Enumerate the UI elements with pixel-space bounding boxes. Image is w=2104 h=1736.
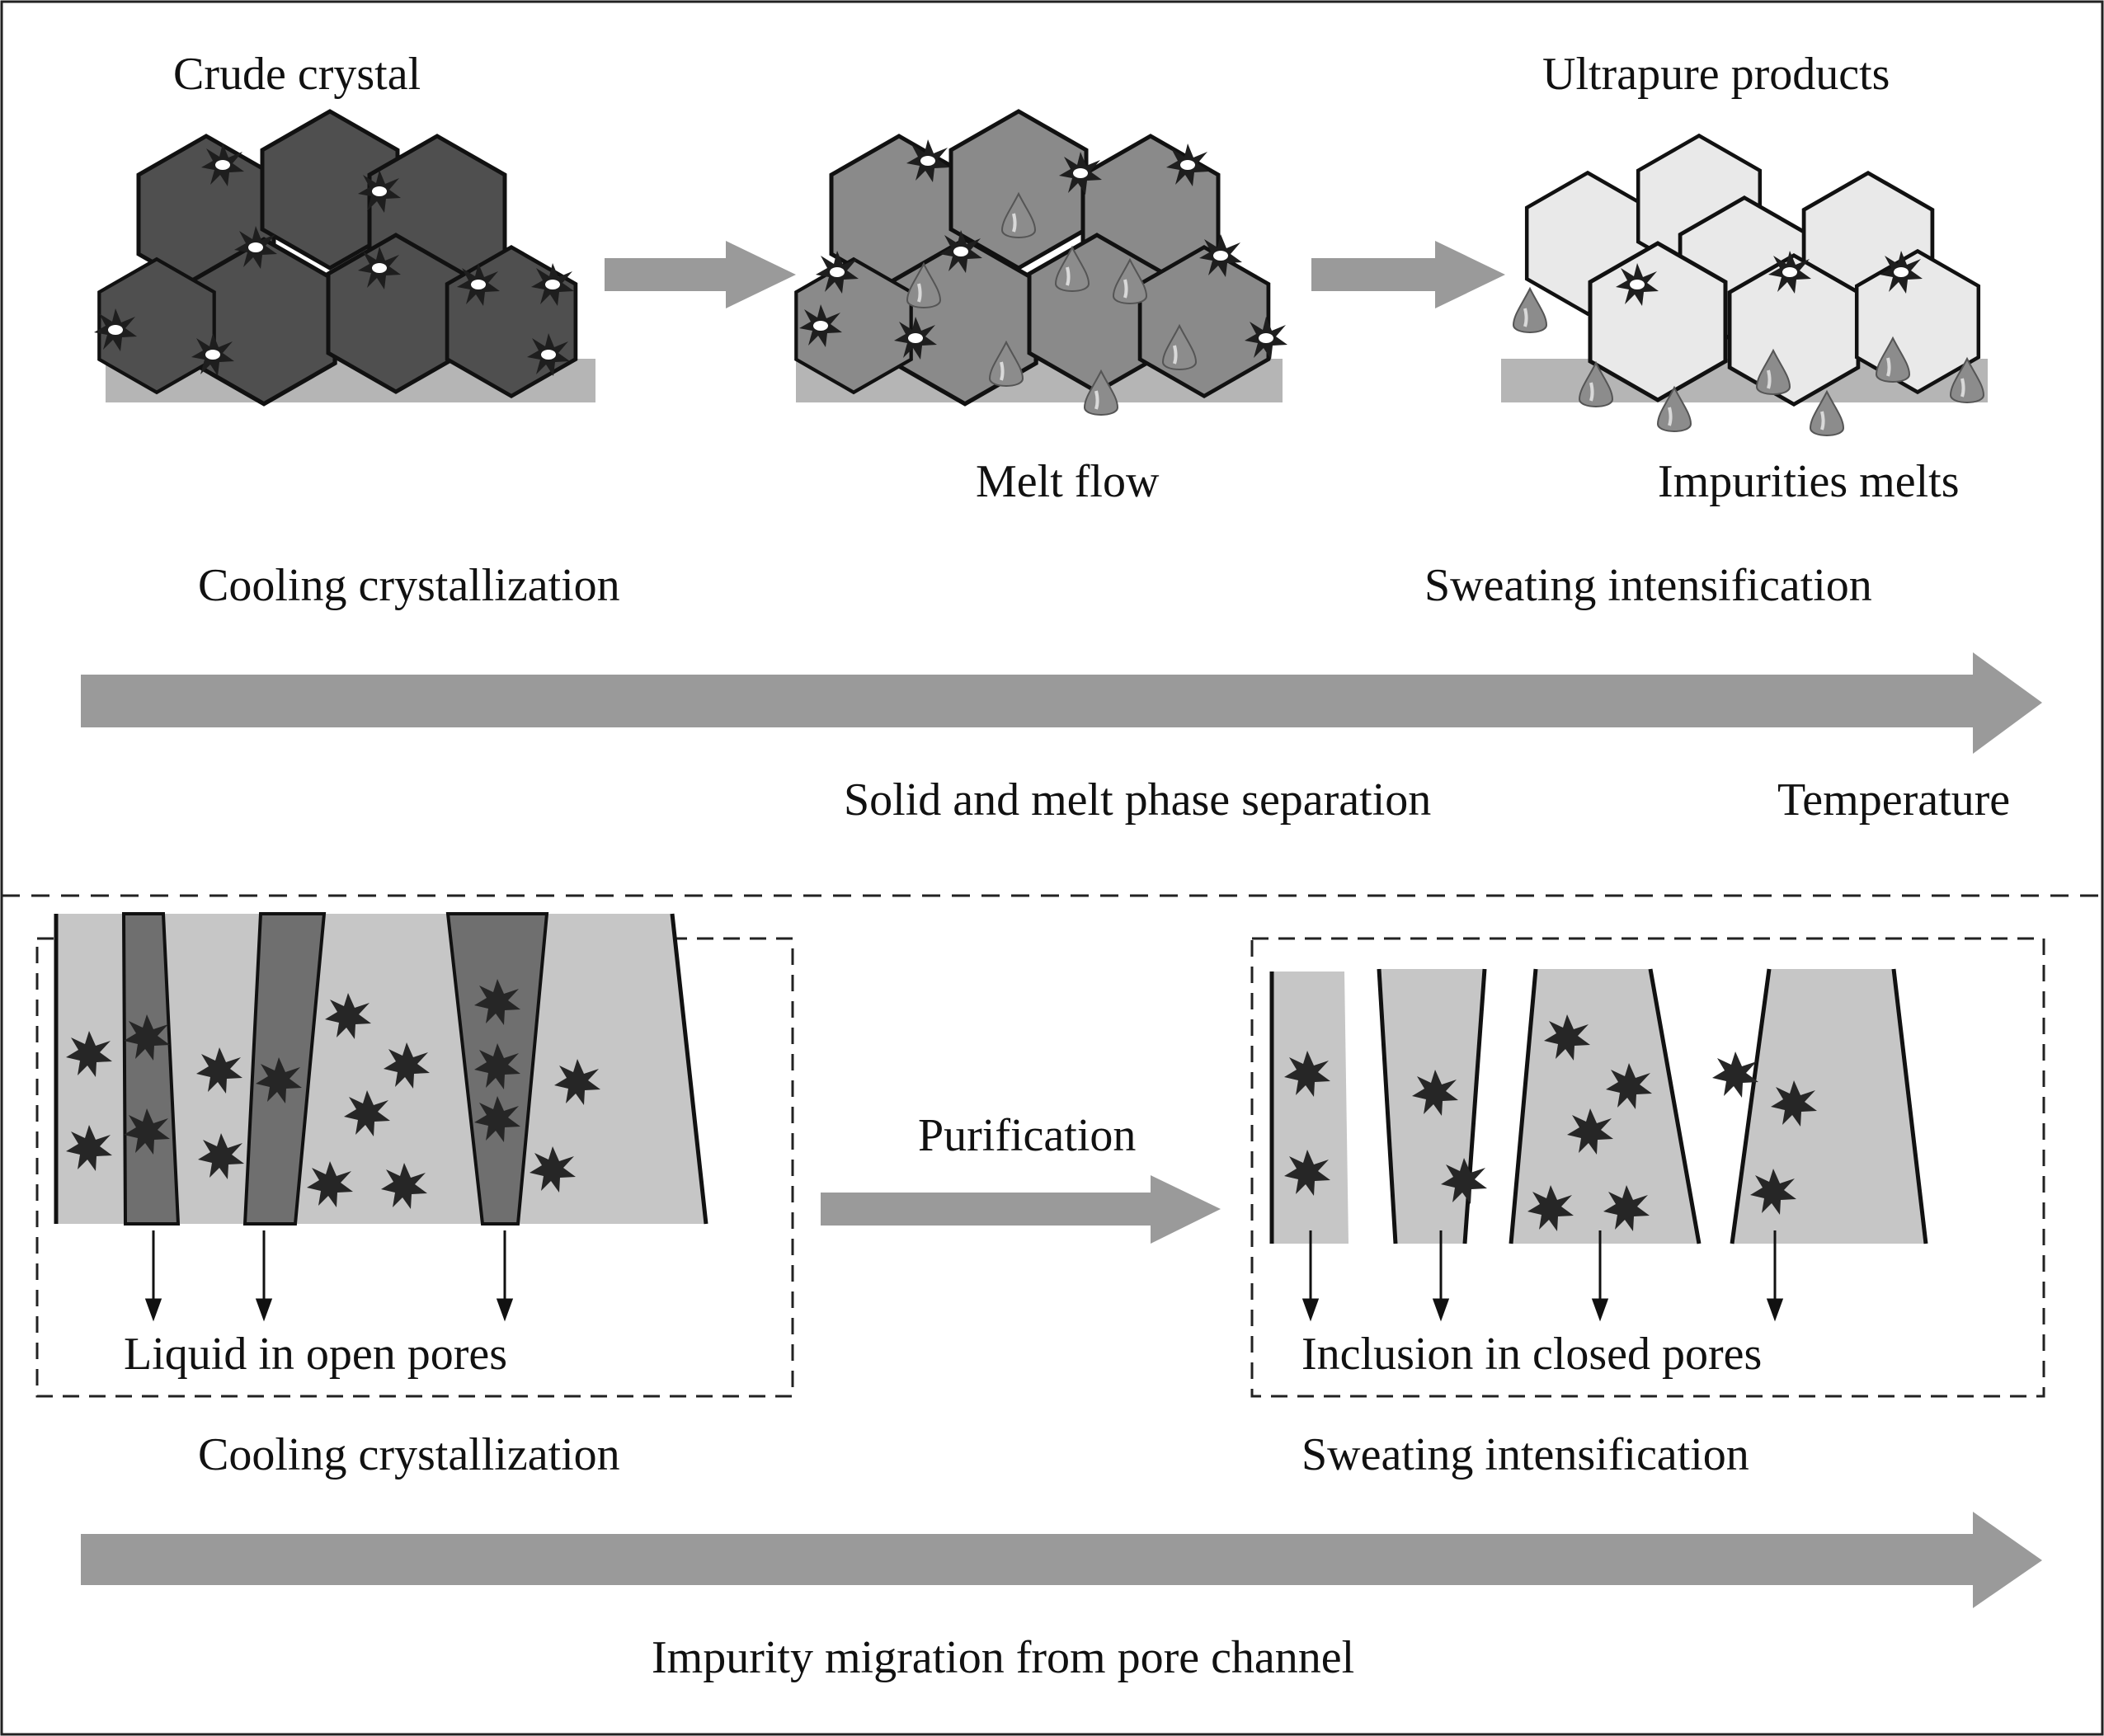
label-inclusion-closed-pores: Inclusion in closed pores — [1301, 1329, 1762, 1380]
open-pore-channel-2 — [242, 912, 327, 1226]
stage-arrow-2 — [1311, 241, 1505, 308]
label-cooling-crystallization-top: Cooling crystallization — [198, 560, 620, 611]
stage-arrow-1 — [605, 241, 796, 308]
temperature-arrow — [81, 652, 2042, 754]
closed-pore-segment-4 — [1732, 969, 1926, 1244]
closed-pore-segment-1 — [1272, 972, 1349, 1244]
melt-flow-cluster — [796, 111, 1287, 416]
label-impurities-melts: Impurities melts — [1658, 456, 1960, 507]
open-pores-panel — [54, 912, 708, 1322]
label-cooling-crystallization-bottom: Cooling crystallization — [198, 1429, 620, 1480]
closed-pores-box — [1250, 937, 2045, 1398]
impurity-migration-arrow — [81, 1512, 2042, 1608]
label-ultrapure-products: Ultrapure products — [1542, 49, 1890, 100]
closed-pore-down-arrows — [1301, 1230, 1784, 1322]
label-crude-crystal: Crude crystal — [173, 49, 421, 100]
label-melt-flow: Melt flow — [976, 456, 1160, 507]
crude-crystal-cluster — [94, 111, 595, 404]
label-sweating-intensification-top: Sweating intensification — [1424, 560, 1872, 611]
open-pore-down-arrows — [144, 1230, 514, 1322]
label-liquid-open-pores: Liquid in open pores — [124, 1329, 507, 1380]
ultrapure-cluster — [1501, 136, 1988, 437]
closed-pores-panel — [1269, 968, 1928, 1322]
label-temperature: Temperature — [1777, 774, 2010, 826]
label-purification: Purification — [918, 1110, 1136, 1161]
label-impurity-migration: Impurity migration from pore channel — [652, 1632, 1354, 1683]
label-phase-separation: Solid and melt phase separation — [844, 774, 1431, 826]
purification-arrow — [821, 1175, 1221, 1244]
label-sweating-intensification-bottom: Sweating intensification — [1301, 1429, 1749, 1480]
